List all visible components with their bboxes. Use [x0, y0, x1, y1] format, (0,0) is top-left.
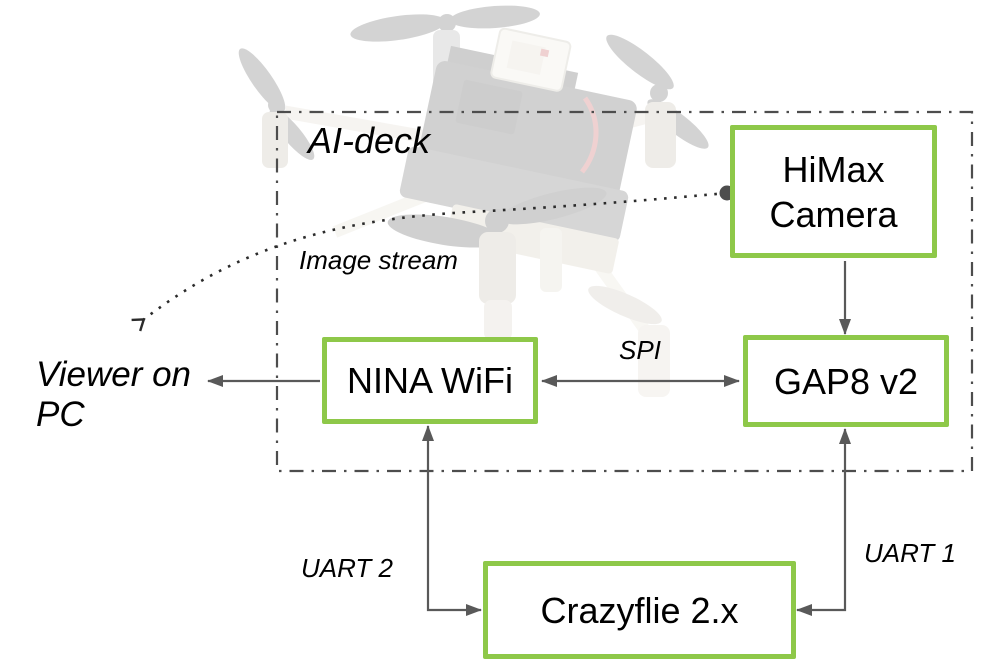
label-image-stream: Image stream: [299, 245, 458, 275]
drone-propeller-blade: [499, 187, 607, 225]
drone-arm: [540, 186, 650, 334]
node-label: Crazyflie 2.x: [540, 589, 739, 631]
node-gap8-v2: GAP8 v2: [743, 335, 949, 427]
node-label: HiMax Camera: [769, 148, 898, 235]
drone-propeller-blade: [238, 48, 286, 112]
drone-motor: [433, 30, 460, 92]
drone-arm: [558, 108, 657, 147]
node-himax-camera: HiMax Camera: [730, 125, 937, 258]
node-crazyflie-2x: Crazyflie 2.x: [483, 561, 796, 659]
drone-propeller-hub: [438, 14, 456, 32]
arrow-uart1: [796, 428, 851, 616]
drone-arm: [283, 105, 502, 157]
ai-deck-boundary: [275, 110, 974, 473]
label-spi: SPI: [619, 335, 661, 365]
arrow-uart2: [422, 425, 482, 616]
drone-propeller-blade: [450, 5, 540, 29]
label-viewer-on-pc: Viewer on PC: [36, 355, 192, 434]
drone-pcb-stack: [399, 27, 637, 274]
drone-propeller-blade: [588, 285, 662, 325]
drone-arm: [332, 172, 473, 238]
node-label: NINA WiFi: [347, 360, 513, 401]
drone-motor: [645, 102, 676, 168]
drone-motor: [262, 112, 288, 168]
drone-propeller-hub: [268, 97, 284, 113]
drone-propeller-blade: [647, 99, 709, 149]
drone-leg: [484, 300, 512, 340]
drone-wire: [580, 96, 599, 174]
label-uart1: UART 1: [864, 538, 956, 568]
label-uart2: UART 2: [301, 553, 393, 583]
label-ai-deck: AI-deck: [308, 120, 431, 161]
drone-motor: [479, 232, 516, 304]
drone-propeller-blade: [387, 214, 503, 248]
drone-propeller-blade: [350, 14, 446, 42]
drone-propeller-hub: [485, 209, 509, 233]
drone-propeller-blade: [606, 34, 674, 90]
drone-propeller-blade: [269, 108, 315, 160]
drone-leg: [540, 228, 562, 292]
node-nina-wifi: NINA WiFi: [322, 337, 538, 424]
drone-propeller-hub: [650, 84, 668, 102]
node-label: GAP8 v2: [773, 360, 919, 402]
